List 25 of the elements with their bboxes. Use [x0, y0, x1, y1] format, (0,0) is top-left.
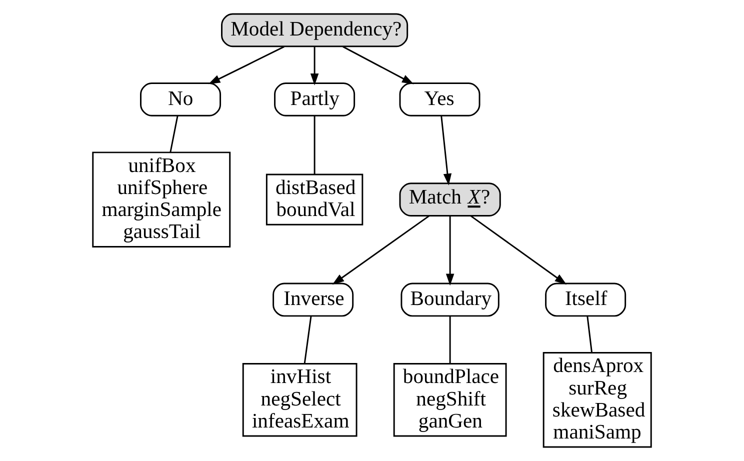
node-box: Itself [545, 282, 626, 317]
node-box: boundPlace negShift ganGen [393, 363, 507, 437]
arrow [310, 47, 319, 86]
connector [586, 316, 593, 353]
arrow [470, 215, 567, 285]
node-box: invHist negSelect infeasExam [242, 363, 358, 437]
node-box: distBased boundVal [266, 174, 364, 226]
arrow [208, 46, 284, 84]
node-box: Boundary [400, 282, 500, 317]
connector [449, 316, 451, 364]
node-box: Inverse [272, 282, 354, 317]
connector [304, 316, 312, 364]
node-box: Match X? [399, 182, 501, 216]
arrow [342, 46, 414, 84]
connector [314, 116, 316, 174]
connector [170, 116, 178, 153]
node-box: Model Dependency? [221, 13, 408, 48]
node-box: unifBox unifSphere marginSample gaussTail [92, 152, 231, 248]
arrow [446, 216, 454, 286]
node-box: Partly [274, 82, 356, 116]
arrow [440, 116, 452, 186]
node-box: densAprox surReg skewBased maniSamp [542, 352, 652, 448]
node-box: No [140, 82, 222, 116]
node-box: Yes [399, 82, 480, 116]
arrow [332, 215, 430, 285]
